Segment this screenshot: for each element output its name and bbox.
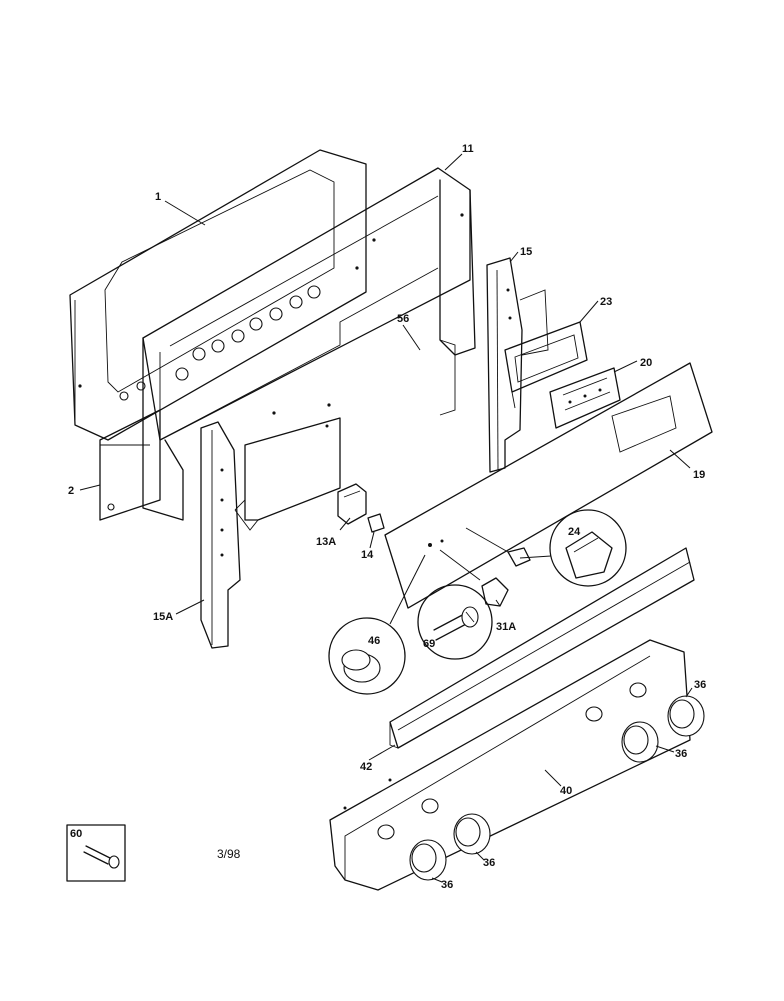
part-40-manifold-panel xyxy=(329,639,691,891)
label-23: 23 xyxy=(600,296,612,308)
knob-2 xyxy=(621,721,659,763)
leader-lines xyxy=(79,153,693,883)
part-11-control-frame xyxy=(142,167,476,521)
label-2: 2 xyxy=(68,485,74,497)
part-19-control-panel xyxy=(384,362,713,609)
knob-1 xyxy=(667,695,705,737)
label-11: 11 xyxy=(462,143,474,155)
label-36-a: 36 xyxy=(694,679,706,691)
part-1-rear-panel xyxy=(69,149,367,441)
label-24: 24 xyxy=(568,526,581,538)
label-15a: 15A xyxy=(153,611,173,623)
label-20: 20 xyxy=(640,357,652,369)
part-56-inner-box xyxy=(234,339,456,531)
label-36-c: 36 xyxy=(483,857,495,869)
label-42: 42 xyxy=(360,761,372,773)
part-36-knobs xyxy=(409,695,705,881)
date-code: 3/98 xyxy=(217,847,241,861)
part-15a-left-bracket xyxy=(200,421,241,649)
part-60-screw-box xyxy=(66,824,126,882)
label-46: 46 xyxy=(368,635,380,647)
knob-3 xyxy=(453,813,491,855)
label-60: 60 xyxy=(70,828,82,840)
part-14-terminal xyxy=(367,513,385,533)
label-69: 69 xyxy=(423,638,435,650)
part-labels: 1 2 11 13A 14 15 15A 19 20 23 24 31A 36 … xyxy=(68,143,706,891)
label-15: 15 xyxy=(520,246,532,258)
label-56: 56 xyxy=(397,313,409,325)
label-36-d: 36 xyxy=(441,879,453,891)
part-24-rocker-switch-zoom xyxy=(465,509,627,587)
part-15-right-bracket xyxy=(486,257,549,473)
label-1: 1 xyxy=(155,191,161,203)
label-13a: 13A xyxy=(316,536,336,548)
label-31a: 31A xyxy=(496,621,516,633)
part-13a-switch xyxy=(337,483,367,525)
label-40: 40 xyxy=(560,785,572,797)
part-2-lower-bracket xyxy=(99,409,161,521)
knob-4 xyxy=(409,839,447,881)
label-36-b: 36 xyxy=(675,748,687,760)
part-46-button-zoom xyxy=(328,554,426,695)
part-69-screw-zoom xyxy=(417,584,493,660)
label-14: 14 xyxy=(361,549,374,561)
part-42-trim-rail xyxy=(389,547,695,749)
part-31a-knob-stem xyxy=(439,549,509,607)
label-19: 19 xyxy=(693,469,705,481)
part-23-clock-bracket xyxy=(504,321,588,409)
part-20-clock-module xyxy=(549,367,621,429)
